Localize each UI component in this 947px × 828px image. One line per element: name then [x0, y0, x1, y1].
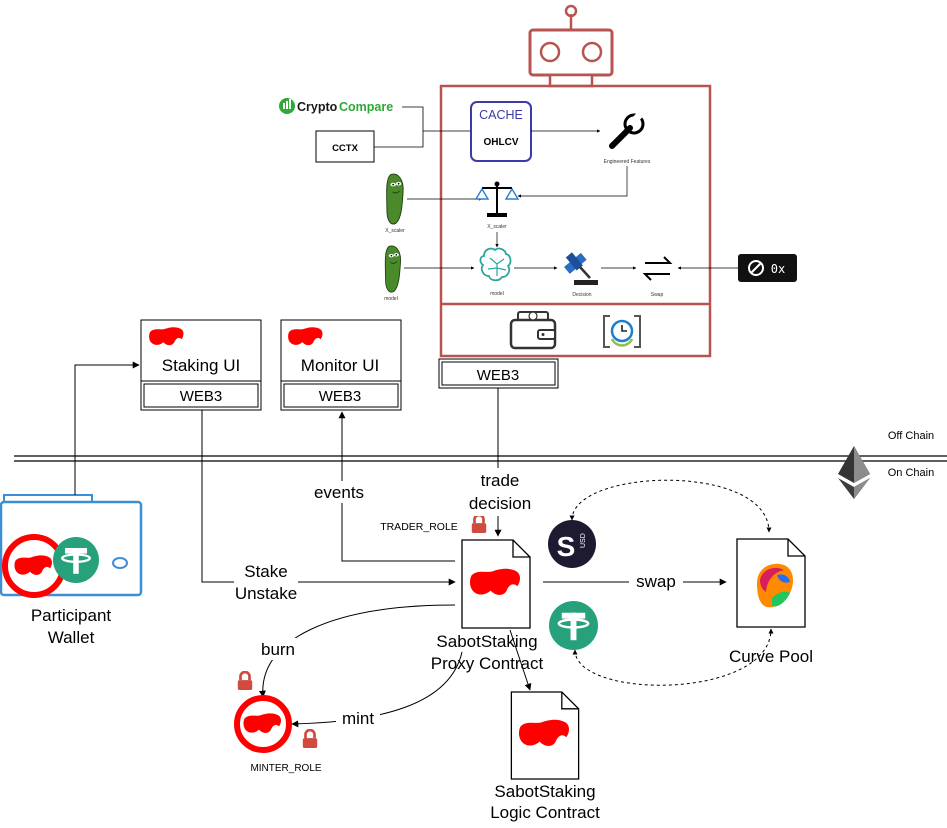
cryptocompare-text-b: Compare [339, 100, 393, 114]
x-scaler-label: X_scaler [487, 224, 507, 230]
engineered-features-label: Engineered Features [604, 159, 651, 165]
swap-label: swap [636, 572, 676, 591]
ethereum-icon [838, 446, 870, 499]
chain-divider [14, 455, 947, 462]
staking-ui-web3: WEB3 [180, 388, 223, 405]
trader-role-label: TRADER_ROLE [380, 521, 458, 533]
proxy-contract[interactable] [461, 539, 531, 629]
monitor-ui-web3: WEB3 [319, 388, 362, 405]
proxy-label-2: Proxy Contract [431, 654, 544, 673]
staking-ui-title: Staking UI [162, 356, 240, 375]
bot-frame [439, 84, 712, 358]
off-chain-label: Off Chain [888, 430, 934, 442]
brain-icon [479, 247, 512, 282]
swap-label-bg [629, 570, 683, 592]
proxy-to-monitor-arrow [338, 411, 455, 562]
susd-icon: S USD [548, 520, 596, 568]
monitor-ui[interactable]: Monitor UI WEB3 [280, 319, 402, 411]
wallet-label-2: Wallet [48, 628, 95, 647]
sabot-token[interactable] [234, 695, 292, 753]
trader-role-lock-icon [470, 514, 488, 534]
trade-decision-label-1: trade [481, 471, 520, 490]
burn-label-bg [256, 638, 300, 660]
curve-label: Curve Pool [729, 647, 813, 666]
burn-lock-icon [236, 671, 254, 691]
cryptocompare-text-a: Crypto [297, 100, 338, 114]
decision-label: Decision [572, 292, 591, 298]
participant-wallet[interactable] [0, 494, 143, 598]
monitor-ui-title: Monitor UI [301, 356, 379, 375]
usdt-curve-link [572, 628, 774, 686]
model-label: model [490, 291, 504, 297]
pickle-scaler-label: X_scaler [385, 228, 405, 234]
scheduler-icon [603, 315, 641, 348]
features-to-scaler-arrow [517, 166, 628, 198]
zerox-label: 0x [771, 262, 785, 276]
cctx-label: CCTX [332, 143, 359, 154]
susd-letter: S [557, 531, 576, 562]
mint-label-bg [336, 708, 380, 730]
cache-title: CACHE [479, 108, 523, 122]
cache-box: CACHE OHLCV [470, 101, 532, 162]
cryptocompare-logo: Crypto Compare [279, 98, 393, 114]
wallet-label-1: Participant [31, 606, 112, 625]
cctx-connector [374, 131, 424, 148]
burn-label: burn [261, 640, 295, 659]
wallet-to-staking-arrow [74, 361, 140, 495]
mint-label: mint [342, 709, 374, 728]
staking-ui[interactable]: Staking UI WEB3 [140, 319, 262, 411]
susd-curve-link [569, 479, 772, 533]
stake-label: Stake [244, 562, 287, 581]
stake-label-bg [234, 560, 298, 602]
usdt-icon [549, 601, 598, 650]
curve-pool[interactable] [736, 538, 806, 628]
pickle-model-label: model [384, 296, 398, 302]
susd-small: USD [580, 533, 587, 548]
proxy-label-1: SabotStaking [436, 632, 537, 651]
events-label-bg [306, 481, 372, 503]
bot-wallet-icon [509, 311, 557, 350]
scale-icon: X_scaler [474, 181, 520, 230]
minter-role-label: MINTER_ROLE [250, 763, 321, 774]
trade-decision-label-2: decision [469, 494, 531, 513]
bot-web3-box: WEB3 [438, 358, 559, 389]
mint-arrow [291, 651, 463, 728]
events-label: events [314, 483, 364, 502]
pickle-model-icon [384, 245, 401, 293]
bot-web3-label: WEB3 [477, 367, 520, 384]
swap-icon-label: Swap [651, 292, 664, 298]
logic-contract[interactable] [510, 691, 580, 780]
burn-arrow [258, 604, 456, 698]
robot-icon [528, 4, 614, 88]
zerox-badge: 0x [738, 254, 797, 282]
swap-icon [642, 256, 673, 281]
cache-subtitle: OHLCV [484, 137, 519, 148]
pickle-scaler-icon [386, 173, 404, 225]
proxy-to-logic-arrow [509, 629, 532, 691]
wrench-icon [609, 112, 645, 149]
cctx-box: CCTX [315, 130, 375, 163]
wallet-tether-icon [53, 537, 99, 583]
staking-to-proxy-arrow [201, 410, 456, 586]
logic-label-2: Logic Contract [490, 803, 600, 822]
minter-lock-icon [301, 729, 319, 749]
cryptocompare-connector [402, 106, 470, 132]
unstake-label: Unstake [235, 584, 297, 603]
trade-decision-bg [452, 468, 542, 516]
logic-label-1: SabotStaking [494, 782, 595, 801]
gavel-icon [564, 252, 598, 285]
on-chain-label: On Chain [888, 467, 934, 479]
